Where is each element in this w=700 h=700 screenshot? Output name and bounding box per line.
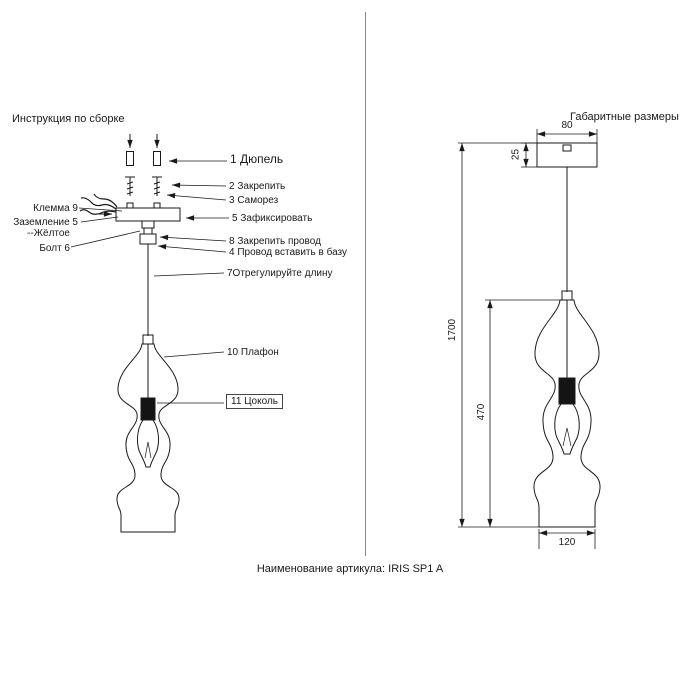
dowel-icon bbox=[126, 151, 161, 166]
lamp-socket-icon bbox=[140, 344, 156, 421]
cord-grip bbox=[139, 220, 157, 245]
callout-terminal: Клемма 9 bbox=[33, 203, 78, 214]
bulb-icon bbox=[137, 419, 159, 468]
assembly-title: Инструкция по сборке bbox=[12, 113, 125, 125]
assembly-drawing bbox=[70, 134, 229, 533]
callout-fasten: 2 Закрепить bbox=[229, 181, 286, 192]
pendant-cord-dim bbox=[561, 167, 573, 301]
dimension-lines bbox=[458, 129, 598, 549]
dim-total-height: 1700 bbox=[447, 318, 458, 342]
callout-ground: Заземление 5 bbox=[13, 217, 78, 228]
callout-bolt: Болт 6 bbox=[39, 243, 70, 254]
dim-canopy-height: 25 bbox=[510, 148, 522, 161]
lamp-socket-icon-dim bbox=[558, 300, 576, 405]
dim-width-bottom: 120 bbox=[558, 537, 576, 548]
glass-shade-outline bbox=[116, 343, 180, 533]
dimensions-title: Габаритные размеры bbox=[570, 111, 679, 123]
dim-shade-height: 470 bbox=[476, 403, 487, 421]
callout-yellow: --Жёлтое bbox=[27, 228, 70, 239]
canopy-outline bbox=[536, 142, 598, 168]
callout-screw: 3 Саморез bbox=[229, 195, 279, 206]
glass-shade-outline-dim bbox=[533, 299, 601, 528]
callout-leaders bbox=[70, 158, 229, 404]
supply-wires bbox=[79, 193, 118, 215]
bulb-icon-dim bbox=[554, 403, 580, 455]
callout-fix: 5 Зафиксировать bbox=[232, 213, 313, 224]
callout-shade: 10 Плафон bbox=[227, 347, 279, 358]
dimension-drawing bbox=[458, 129, 601, 549]
dim-width-top: 80 bbox=[561, 120, 573, 131]
callout-socket: 11 Цоколь bbox=[226, 394, 283, 409]
screw-icon bbox=[125, 176, 162, 196]
dowel-arrows bbox=[127, 134, 160, 148]
callout-adjust-length: 7Отрегулируйте длину bbox=[227, 268, 333, 279]
pendant-cord bbox=[142, 244, 154, 345]
callout-dowel: 1 Дюпель bbox=[230, 152, 284, 166]
article-name: Наименование артикула: IRIS SP1 A bbox=[256, 563, 444, 575]
callout-insert-wire: 4 Провод вставить в базу bbox=[229, 247, 348, 258]
callout-fasten-wire: 8 Закрепить провод bbox=[229, 236, 321, 247]
